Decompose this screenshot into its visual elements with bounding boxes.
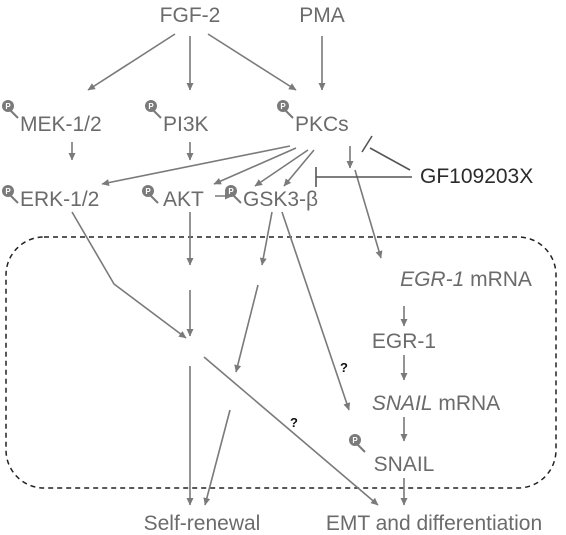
phospho-label: P <box>5 102 11 111</box>
arrow-gsk-down-left <box>234 284 259 373</box>
node-egr1-mrna: EGR-1 mRNA <box>400 268 532 291</box>
phospho-label: P <box>280 102 286 111</box>
node-pi3k: PI3K <box>163 113 209 136</box>
arrow-pkcs-gsk <box>254 149 309 187</box>
arrow-center-emt <box>203 356 379 506</box>
node-pma: PMA <box>299 4 345 27</box>
node-erk: ERK-1/2 <box>20 188 99 211</box>
arrow-fgf2-mek <box>87 33 176 91</box>
arrow-pkcs-gsk-right <box>283 149 315 187</box>
inhibition-lines <box>315 135 412 187</box>
egr1-gene: EGR-1 <box>400 268 464 291</box>
snail-gene: SNAIL <box>372 392 433 415</box>
gsk3-prefix: GSK3- <box>243 188 306 211</box>
question-mark-center-emt: ? <box>290 415 298 430</box>
arrow-gsk-left <box>259 211 273 266</box>
node-emt-differentiation: EMT and differentiation <box>326 512 542 535</box>
phospho-marker-gsk: P <box>225 185 242 204</box>
node-gsk3b: GSK3-β <box>243 188 318 211</box>
arrow-pkcs-akt <box>213 147 297 185</box>
phospho-marker-akt: P <box>142 185 159 204</box>
inhibit-bar-upper <box>361 135 373 153</box>
arrow-pkcs-erk <box>101 145 291 187</box>
phospho-marker-pkcs: P <box>277 100 294 119</box>
arrows <box>68 33 408 506</box>
arrow-fgf2-pkcs <box>207 33 297 91</box>
node-egr1: EGR-1 <box>372 330 436 353</box>
node-pkcs: PKCs <box>295 113 349 136</box>
nucleus-dashed-box <box>5 236 557 489</box>
phospho-label: P <box>228 187 234 196</box>
phospho-marker-pi3k: P <box>145 100 162 119</box>
node-snail-mrna: SNAIL mRNA <box>372 392 500 415</box>
phospho-label: P <box>352 436 358 445</box>
gsk3-beta: β <box>306 188 318 211</box>
egr1-mrna-suffix: mRNA <box>464 268 532 291</box>
question-mark-gsk-snail: ? <box>340 360 348 375</box>
phospho-marker-mek: P <box>2 100 19 119</box>
phospho-marker-snail: P <box>349 434 366 453</box>
arrow-gsk-self-renewal <box>203 409 231 506</box>
node-fgf2: FGF-2 <box>160 4 221 27</box>
node-self-renewal: Self-renewal <box>144 512 261 535</box>
node-mek: MEK-1/2 <box>20 113 102 136</box>
phospho-marker-erk: P <box>2 185 19 204</box>
phospho-label: P <box>145 187 151 196</box>
arrow-gsk-snail <box>281 211 351 411</box>
arrow-pkcs-egr1-mrna <box>354 169 383 259</box>
inhibit-line-upper <box>369 147 411 171</box>
phospho-label: P <box>5 187 11 196</box>
node-akt: AKT <box>163 188 204 211</box>
phospho-label: P <box>148 102 154 111</box>
node-gf109203x: GF109203X <box>420 165 533 188</box>
arrow-erk-center <box>71 211 187 339</box>
node-snail: SNAIL <box>374 453 435 476</box>
snail-mrna-suffix: mRNA <box>433 392 501 415</box>
